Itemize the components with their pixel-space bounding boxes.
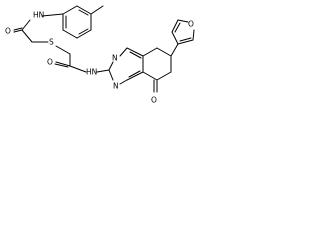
atom-label-o-furan: O <box>188 20 194 29</box>
atom-label-hn-amide: HN <box>86 68 97 77</box>
atom-label-s-thioether: S <box>49 38 54 47</box>
atom-label-hn-anilide: HN <box>33 11 44 20</box>
bond-lines <box>13 5 195 93</box>
molecular-structure-diagram: HN O S O HN N N O O <box>5 5 195 105</box>
atom-label-o-ketone: O <box>151 96 157 105</box>
atom-label-o-amide: O <box>47 58 53 67</box>
atom-label-n-pyrimidine-1: N <box>112 54 118 63</box>
atom-label-n-pyrimidine-2: N <box>113 82 119 91</box>
atom-labels: HN O S O HN N N O O <box>5 11 194 105</box>
atom-label-o-anilide: O <box>5 27 11 36</box>
